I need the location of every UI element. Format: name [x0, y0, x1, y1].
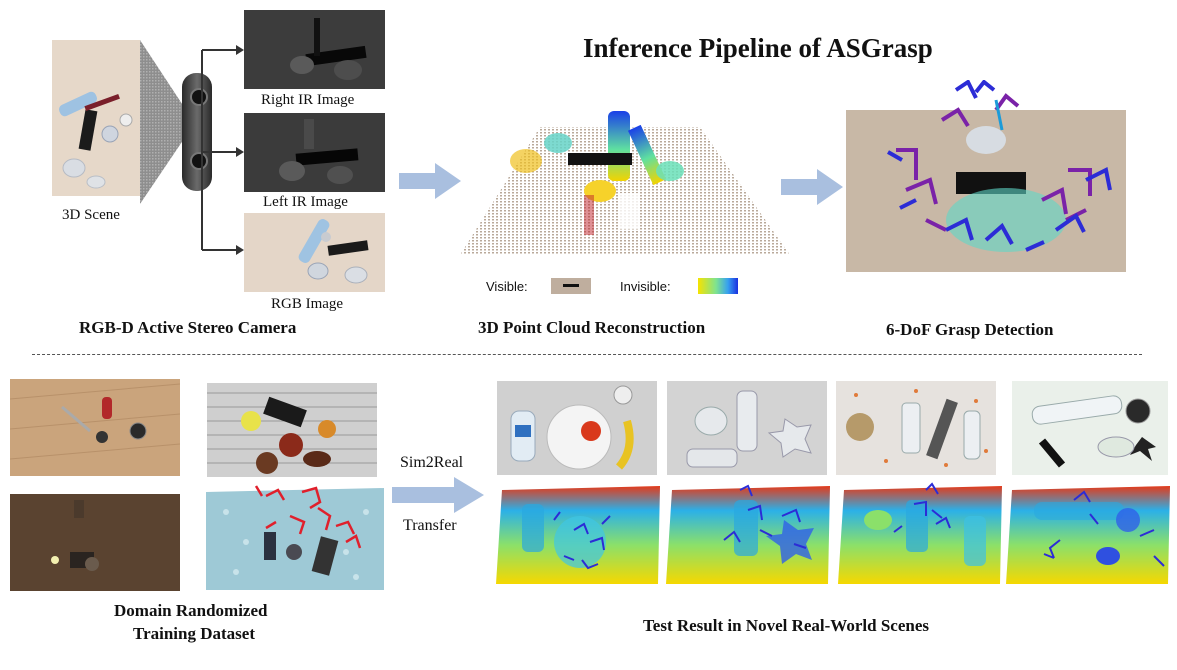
left-ir-image: [244, 113, 385, 192]
camera-lens-icon: [190, 88, 208, 106]
rgb-image: [244, 213, 385, 292]
legend-invisible-swatch: [698, 278, 738, 294]
camera-caption: RGB-D Active Stereo Camera: [79, 318, 297, 337]
right-ir-label: Right IR Image: [261, 92, 355, 108]
training-image-wood-dark: [10, 494, 180, 591]
sim2real-label: Sim2Real: [400, 454, 464, 471]
pointcloud-caption: 3D Point Cloud Reconstruction: [478, 318, 706, 337]
grasp-detection-view: [846, 80, 1126, 272]
test-photo-3: [836, 381, 996, 475]
page-title: Inference Pipeline of ASGrasp: [583, 33, 933, 63]
point-cloud-reconstruction: [460, 111, 790, 255]
training-image-clutter: [207, 383, 377, 477]
legend-visible-label: Visible:: [486, 279, 528, 294]
camera-lens-icon: [190, 152, 208, 170]
test-result-4: [1006, 486, 1170, 584]
training-caption-line2: Training Dataset: [133, 624, 255, 643]
training-caption-line1: Domain Randomized: [114, 601, 268, 620]
sim2real-arrow: [392, 477, 484, 513]
flow-arrow-2: [781, 169, 843, 205]
scene-label: 3D Scene: [62, 207, 120, 223]
legend-invisible-label: Invisible:: [620, 279, 671, 294]
right-ir-image: [244, 10, 385, 89]
training-image-grasps: [206, 482, 384, 590]
scene-photo: [52, 40, 140, 196]
camera-frustum: [140, 40, 190, 204]
camera-branch-arrows: [201, 45, 244, 255]
left-ir-label: Left IR Image: [263, 194, 348, 210]
section-divider: [32, 354, 1142, 355]
training-image-wood-light: [10, 379, 180, 476]
test-result-3: [838, 482, 1002, 584]
legend-visible-swatch: [551, 278, 591, 294]
test-photo-4: [1012, 381, 1168, 475]
grasp-caption: 6-DoF Grasp Detection: [886, 320, 1054, 339]
flow-arrow-1: [399, 163, 461, 199]
test-result-1: [496, 486, 660, 584]
test-photo-1: [497, 381, 657, 475]
transfer-label: Transfer: [403, 517, 457, 534]
test-photo-2: [667, 381, 827, 475]
test-result-2: [666, 484, 830, 584]
rgb-label: RGB Image: [271, 296, 344, 312]
test-caption: Test Result in Novel Real-World Scenes: [643, 616, 930, 635]
